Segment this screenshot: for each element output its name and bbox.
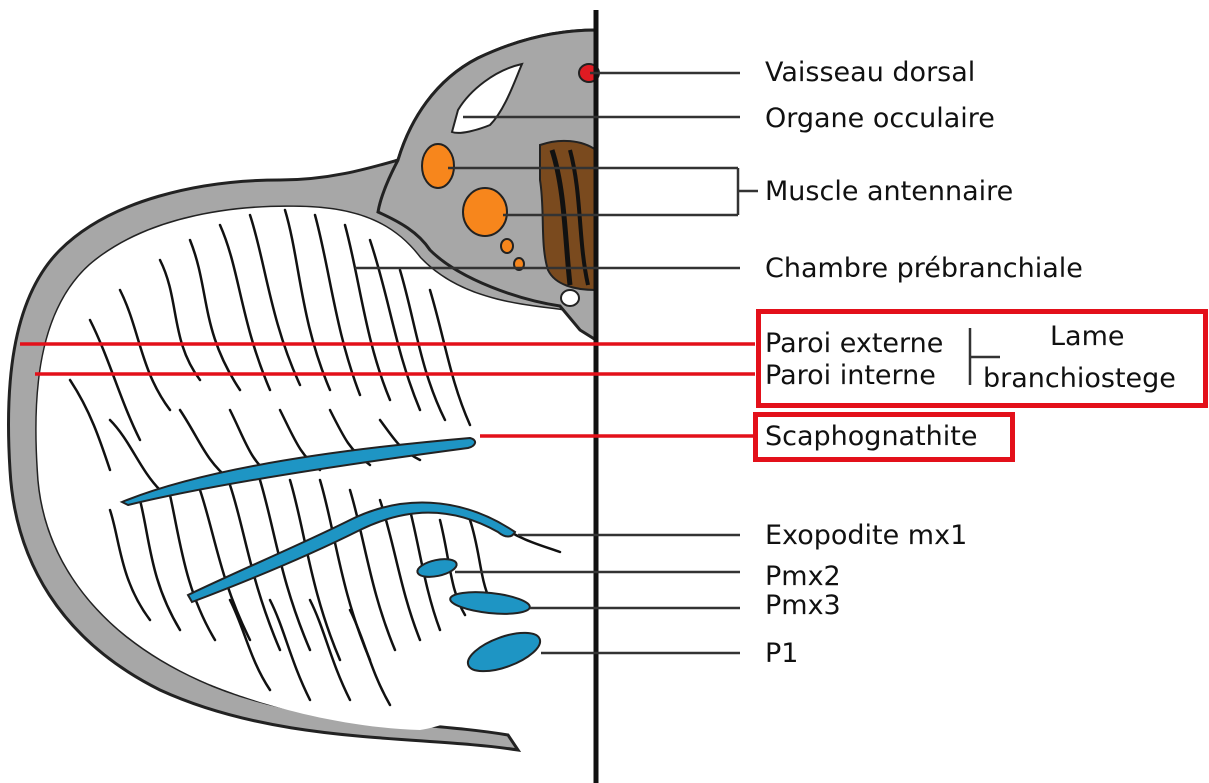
antennal-muscle-2 <box>463 188 507 236</box>
label-paroi-externe: Paroi externe <box>765 330 943 357</box>
antennal-muscle-1 <box>422 144 454 188</box>
label-scaphognathite: Scaphognathite <box>765 423 978 450</box>
label-organe-occulaire: Organe occulaire <box>765 105 995 132</box>
label-lame: Lame <box>1050 323 1125 350</box>
label-branchiostege: branchiostege <box>983 365 1176 392</box>
label-exopodite-mx1: Exopodite mx1 <box>765 522 967 549</box>
label-vaisseau-dorsal: Vaisseau dorsal <box>765 59 975 86</box>
label-pmx2: Pmx2 <box>765 563 841 590</box>
label-chambre-prebranchiale: Chambre prébranchiale <box>765 255 1083 282</box>
label-paroi-interne: Paroi interne <box>765 362 936 389</box>
label-p1: P1 <box>765 640 798 667</box>
label-muscle-antennaire: Muscle antennaire <box>765 178 1013 205</box>
antennal-muscle-3 <box>501 239 513 253</box>
small-white-duct <box>561 290 579 306</box>
label-pmx3: Pmx3 <box>765 592 841 619</box>
